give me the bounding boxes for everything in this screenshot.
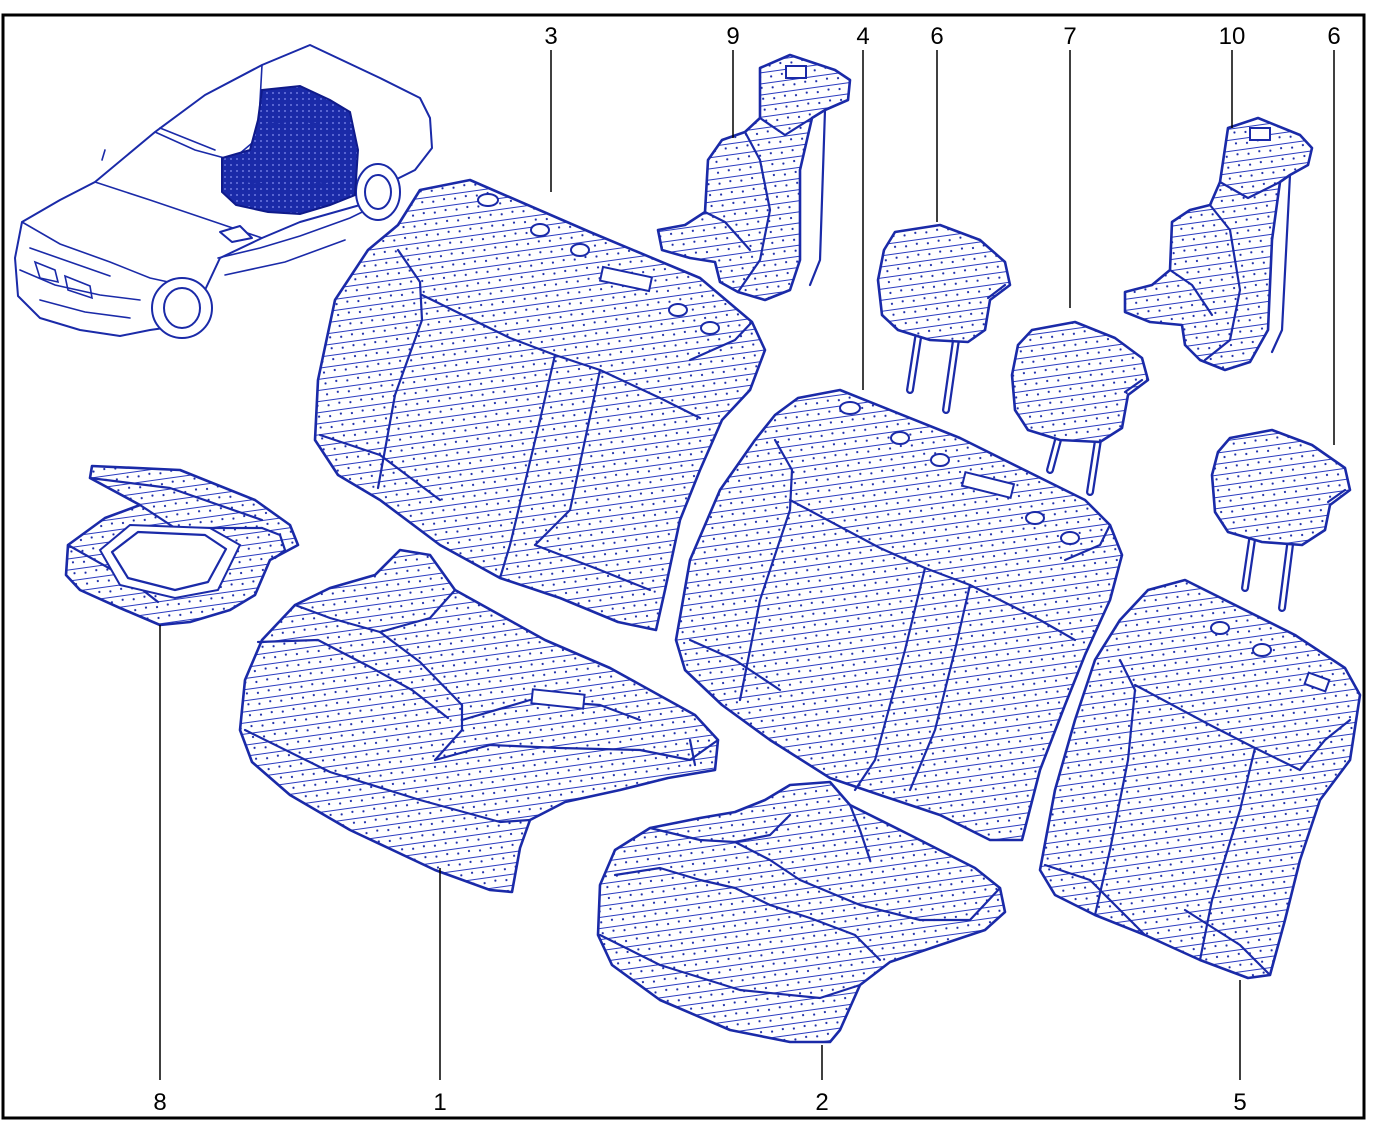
- part-6-headrest-lower: [1210, 428, 1352, 612]
- leader-lines: [159, 50, 1335, 1080]
- callout-6-lower: 6: [1327, 23, 1340, 50]
- part-10-booster-seat: [1123, 116, 1314, 372]
- callout-2: 2: [815, 1089, 828, 1116]
- part-1-rear-cushion-large: [238, 548, 720, 894]
- callout-3: 3: [544, 23, 557, 50]
- callout-8: 8: [153, 1089, 166, 1116]
- diagram-border: [1, 13, 1366, 1120]
- part-2-rear-cushion-small: [596, 780, 1007, 1044]
- part-3-rear-backrest-large: [313, 178, 767, 632]
- callout-10: 10: [1219, 23, 1246, 50]
- callout-7: 7: [1063, 23, 1076, 50]
- callout-1: 1: [433, 1089, 446, 1116]
- callout-5: 5: [1233, 1089, 1246, 1116]
- part-5-rear-backrest-small: [1038, 578, 1362, 980]
- car-illustration: [14, 44, 433, 339]
- callout-6-upper: 6: [930, 23, 943, 50]
- part-6-headrest-upper: [876, 223, 1012, 414]
- callout-labels: 3 9 4 6 7 10 6 8 1 2 5: [153, 23, 1340, 1116]
- part-8-armrest-hatch: [64, 464, 300, 627]
- callout-9: 9: [726, 23, 739, 50]
- part-4-rear-backrest: [674, 388, 1124, 842]
- callout-4: 4: [856, 23, 869, 50]
- part-7-headrest: [1010, 320, 1150, 496]
- part-9-booster-seat: [656, 53, 852, 302]
